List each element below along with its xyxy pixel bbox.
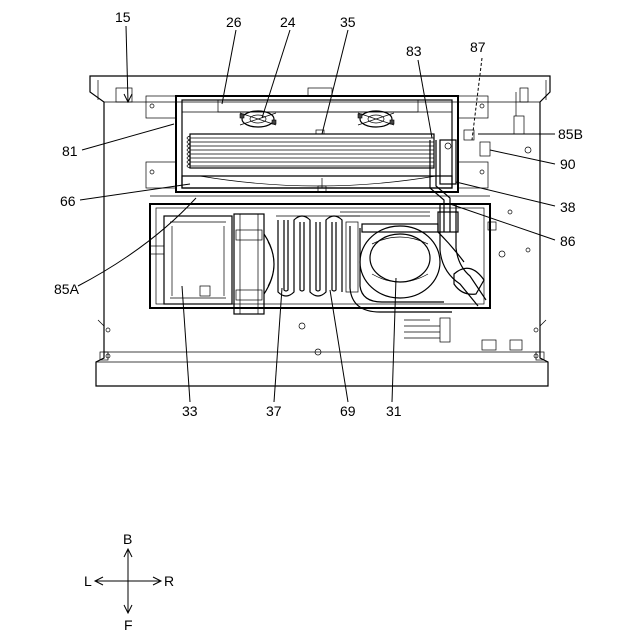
evaporator-coil	[187, 130, 434, 168]
label-15: 15	[115, 9, 131, 25]
drain-pan	[182, 176, 452, 192]
label-83: 83	[406, 43, 422, 59]
label-81: 81	[62, 143, 78, 159]
label-37: 37	[266, 403, 282, 419]
label-35: 35	[340, 14, 356, 30]
condenser-tubing	[276, 212, 430, 296]
fan-right	[358, 111, 394, 127]
label-90: 90	[560, 156, 576, 172]
label-38: 38	[560, 199, 576, 215]
label-85B: 85B	[558, 126, 583, 142]
label-87: 87	[470, 39, 486, 55]
evaporator-housing	[146, 96, 488, 192]
label-66: 66	[60, 193, 76, 209]
label-26: 26	[226, 14, 242, 30]
label-69: 69	[340, 403, 356, 419]
direction-front-label: F	[124, 617, 133, 633]
label-33: 33	[182, 403, 198, 419]
label-85A: 85A	[54, 281, 80, 297]
direction-right-label: R	[164, 573, 174, 589]
label-86: 86	[560, 233, 576, 249]
condenser-fan-motor	[234, 214, 274, 314]
label-31: 31	[386, 403, 402, 419]
label-24: 24	[280, 14, 296, 30]
compressor	[350, 224, 452, 312]
suction-pipe	[438, 204, 486, 306]
wiring-bundle	[106, 222, 538, 355]
refrigerant-piping-right	[430, 92, 531, 252]
direction-indicator: B F L R	[84, 531, 174, 633]
fan-left	[240, 111, 276, 127]
condenser	[150, 216, 232, 304]
direction-back-label: B	[123, 531, 132, 547]
dashed-reference-87	[472, 58, 482, 140]
direction-left-label: L	[84, 573, 92, 589]
reference-labels: 15 26 24 35 83 87 85B 81 90 66 38 86 85A…	[54, 9, 583, 419]
